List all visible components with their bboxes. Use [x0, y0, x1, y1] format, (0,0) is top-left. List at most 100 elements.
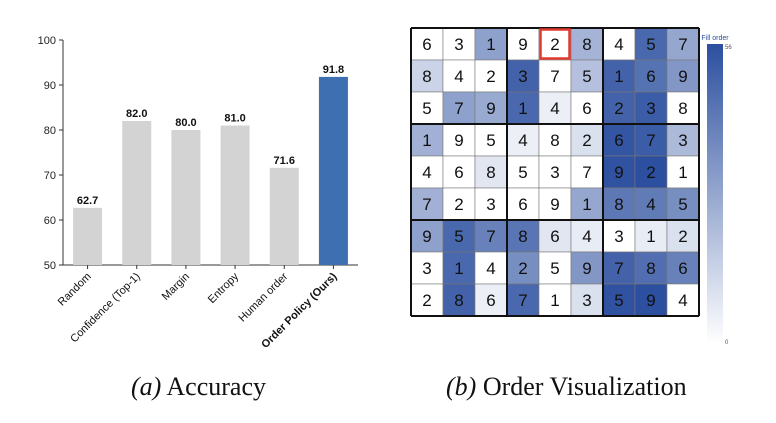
cell-digit: 6: [550, 227, 559, 246]
grid-cell: [602, 187, 636, 221]
grid-cell: [570, 219, 604, 253]
cell-digit: 1: [550, 291, 559, 310]
grid-cell: [474, 283, 508, 317]
cell-digit: 5: [582, 67, 591, 86]
cell-digit: 2: [518, 259, 527, 278]
grid-cell: [442, 251, 476, 285]
cell-digit: 8: [646, 259, 655, 278]
grid-cell: [666, 155, 700, 189]
cell-digit: 9: [550, 195, 559, 214]
cell-digit: 4: [678, 291, 687, 310]
y-tick-label: 60: [44, 215, 56, 227]
grid-cell: [442, 59, 476, 93]
bar-value-label: 80.0: [175, 117, 196, 129]
cell-digit: 6: [614, 131, 623, 150]
bar-value-label: 82.0: [126, 108, 147, 120]
grid-cell: [570, 123, 604, 157]
grid-cell: [666, 283, 700, 317]
cell-digit: 4: [550, 99, 559, 118]
grid-cell: [506, 59, 540, 93]
grid-cell: [602, 27, 636, 61]
cell-digit: 3: [422, 259, 431, 278]
cell-digit: 5: [646, 35, 655, 54]
grid-cell: [506, 219, 540, 253]
y-tick-label: 100: [38, 35, 56, 47]
cell-digit: 4: [422, 163, 431, 182]
cell-digit: 8: [422, 67, 431, 86]
bar: [73, 207, 103, 265]
grid-cell: [538, 251, 572, 285]
grid-cell: [410, 155, 444, 189]
cell-digit: 9: [582, 259, 591, 278]
cell-digit: 3: [486, 195, 495, 214]
grid-cell: [506, 27, 540, 61]
cell-digit: 5: [550, 259, 559, 278]
y-tick-label: 70: [44, 170, 56, 182]
cell-digit: 1: [486, 35, 495, 54]
y-tick-label: 90: [44, 80, 56, 92]
grid-cell: [570, 59, 604, 93]
cell-digit: 4: [518, 131, 527, 150]
bar: [269, 167, 299, 265]
grid-cell: [442, 91, 476, 125]
bar-value-label: 81.0: [224, 113, 245, 125]
cell-digit: 2: [646, 163, 655, 182]
bar: [171, 130, 201, 265]
cell-digit: 3: [646, 99, 655, 118]
cell-digit: 7: [422, 195, 431, 214]
cell-digit: 7: [614, 259, 623, 278]
grid-cell: [442, 283, 476, 317]
cell-digit: 9: [614, 163, 623, 182]
bar: [122, 121, 152, 265]
cell-digit: 4: [614, 35, 623, 54]
bar: [318, 76, 348, 266]
bar: [220, 125, 250, 265]
grid-cell: [666, 91, 700, 125]
cell-digit: 8: [550, 131, 559, 150]
grid-cell: [474, 59, 508, 93]
y-tick-label: 50: [44, 260, 56, 272]
cell-digit: 2: [582, 131, 591, 150]
cell-digit: 1: [518, 99, 527, 118]
cell-digit: 9: [646, 291, 655, 310]
caption-a: (a) Accuracy: [131, 372, 266, 401]
cell-digit: 2: [454, 195, 463, 214]
cell-digit: 1: [614, 67, 623, 86]
grid-cell: [538, 123, 572, 157]
y-tick-label: 80: [44, 125, 56, 137]
cell-digit: 8: [486, 163, 495, 182]
cell-digit: 4: [454, 67, 463, 86]
cell-digit: 7: [678, 35, 687, 54]
cell-digit: 1: [678, 163, 687, 182]
cell-digit: 3: [614, 227, 623, 246]
grid-cell: [538, 59, 572, 93]
cell-digit: 6: [486, 291, 495, 310]
cell-digit: 5: [518, 163, 527, 182]
colorbar-min-label: 0: [725, 340, 729, 346]
grid-cell: [570, 187, 604, 221]
cell-digit: 1: [646, 227, 655, 246]
cell-digit: 4: [486, 259, 495, 278]
cell-digit: 8: [518, 227, 527, 246]
grid-cell: [602, 219, 636, 253]
grid-cell: [570, 91, 604, 125]
cell-digit: 6: [646, 67, 655, 86]
caption-b: (b) Order Visualization: [446, 372, 687, 401]
colorbar: [707, 44, 723, 344]
cell-digit: 6: [582, 99, 591, 118]
cell-digit: 2: [550, 35, 559, 54]
cell-digit: 5: [614, 291, 623, 310]
bar-value-label: 91.8: [323, 64, 344, 76]
cell-digit: 2: [678, 227, 687, 246]
grid-cell: [538, 27, 572, 61]
cell-digit: 8: [582, 35, 591, 54]
grid-cell: [410, 283, 444, 317]
grid-cell: [634, 91, 668, 125]
grid-cell: [666, 187, 700, 221]
cell-digit: 6: [454, 163, 463, 182]
cell-digit: 1: [582, 195, 591, 214]
cell-digit: 3: [454, 35, 463, 54]
highlighted-cell: [539, 28, 571, 60]
grid-cell: [634, 123, 668, 157]
